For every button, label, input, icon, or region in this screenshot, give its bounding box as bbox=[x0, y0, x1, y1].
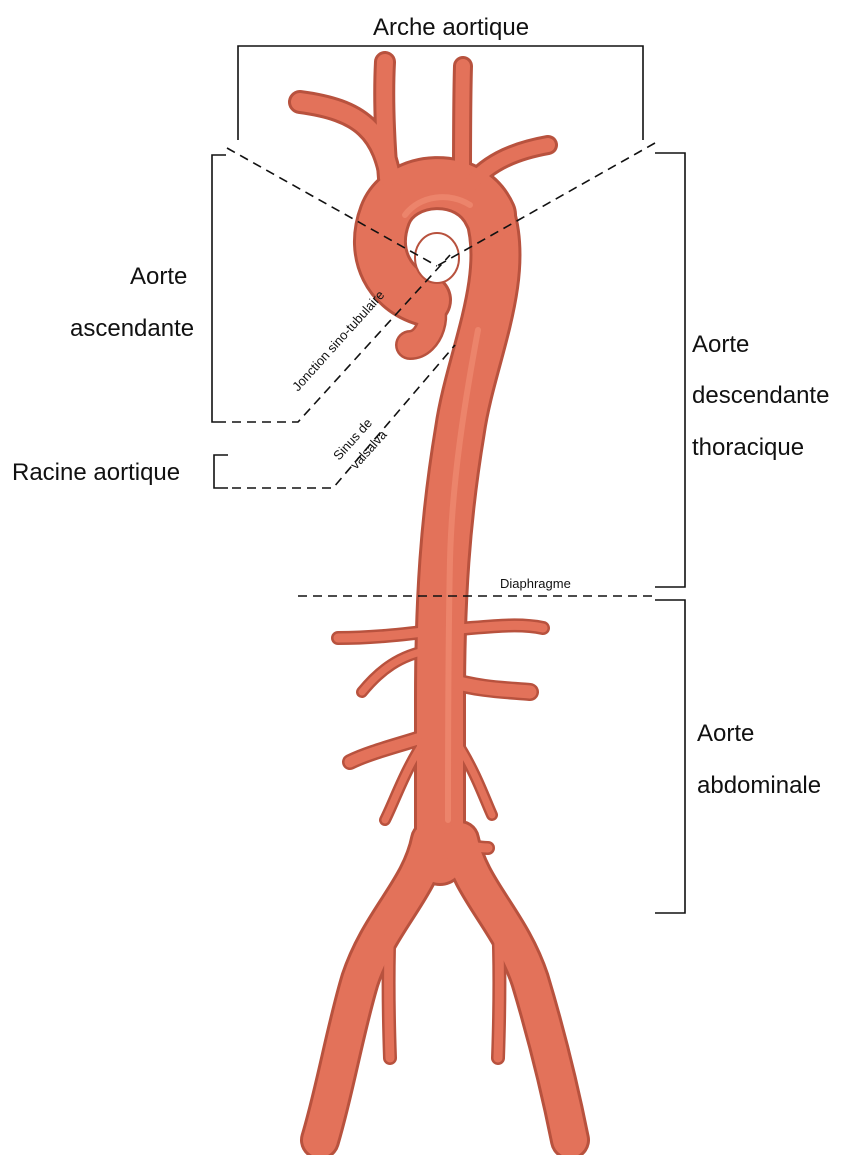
celiac-right bbox=[445, 625, 543, 630]
sinus-leader bbox=[232, 345, 455, 488]
root-bracket bbox=[214, 455, 228, 488]
label-aortic-arch: Arche aortique bbox=[373, 14, 529, 41]
label-abdominal-line2: abdominale bbox=[697, 772, 821, 799]
left-carotid bbox=[462, 66, 463, 182]
label-ascending-line2: ascendante bbox=[70, 315, 194, 342]
right-carotid bbox=[384, 62, 388, 178]
aorta-illustration bbox=[300, 62, 570, 1140]
label-descending-line1: Aorte bbox=[692, 331, 749, 358]
internal-iliac-left bbox=[389, 920, 391, 1058]
label-descending-line2: descendante bbox=[692, 382, 829, 409]
label-ascending-line1: Aorte bbox=[130, 263, 187, 290]
label-diaphragm: Diaphragme bbox=[500, 576, 571, 591]
internal-iliac-right bbox=[498, 920, 500, 1058]
abdominal-bracket bbox=[655, 600, 685, 913]
ascending-bracket bbox=[212, 155, 226, 422]
descending-bracket bbox=[655, 153, 685, 587]
label-descending-line3: thoracique bbox=[692, 434, 804, 461]
label-aortic-root: Racine aortique bbox=[12, 459, 180, 486]
label-abdominal-line1: Aorte bbox=[697, 720, 754, 747]
